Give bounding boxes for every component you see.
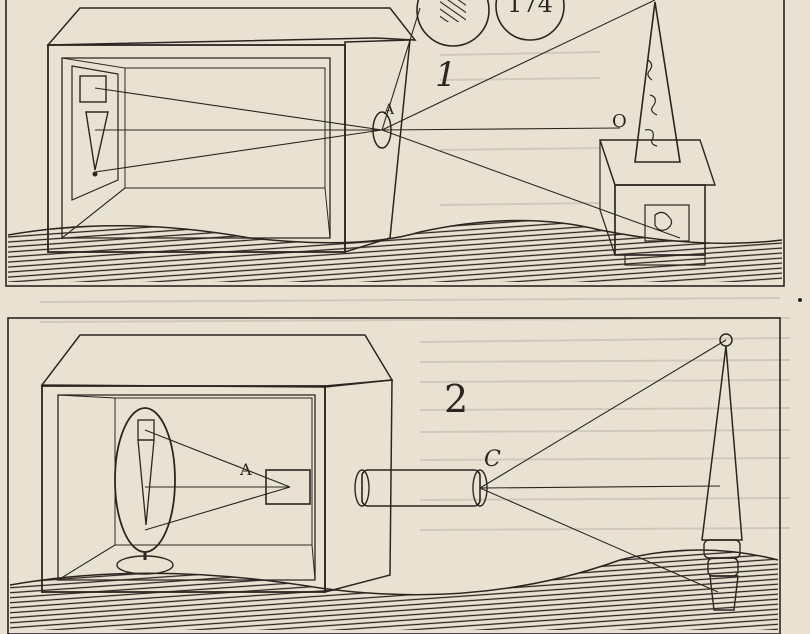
figure-2-point-c: C xyxy=(484,447,501,472)
figure-2-camera-obscura-lens-tube: 2 A C xyxy=(7,317,781,634)
margin-mark xyxy=(798,298,802,302)
figure-2-inverted-image xyxy=(137,439,155,526)
figure-2-point-a: A xyxy=(239,460,252,479)
figure-1-number: 1 xyxy=(435,55,457,95)
coin-label: 174 xyxy=(507,0,553,18)
figure-1-camera-obscura-room: 174 1 A O xyxy=(5,0,785,287)
figure-2-light-rays xyxy=(144,339,727,593)
figure-1-projected-image xyxy=(71,65,119,201)
figure-2-house-front xyxy=(41,385,326,593)
figure-1-inverted-pedestal xyxy=(79,75,107,103)
figure-1-roof xyxy=(46,7,417,46)
figure-2-number: 2 xyxy=(444,377,468,421)
figure-1-ground xyxy=(8,220,782,282)
figure-1-inverted-obelisk xyxy=(85,111,109,171)
figure-1-coins: 174 xyxy=(416,0,565,47)
figure-1-frame xyxy=(5,0,785,287)
figure-1-obelisk xyxy=(634,1,681,163)
figure-1-light-rays xyxy=(94,0,681,239)
figure-2-frame xyxy=(7,317,781,634)
figure-1-point-o: O xyxy=(612,111,627,132)
figure-1-house-front xyxy=(47,44,346,253)
figure-1-point-a: A xyxy=(383,102,395,118)
figure-2-ground xyxy=(10,550,778,630)
